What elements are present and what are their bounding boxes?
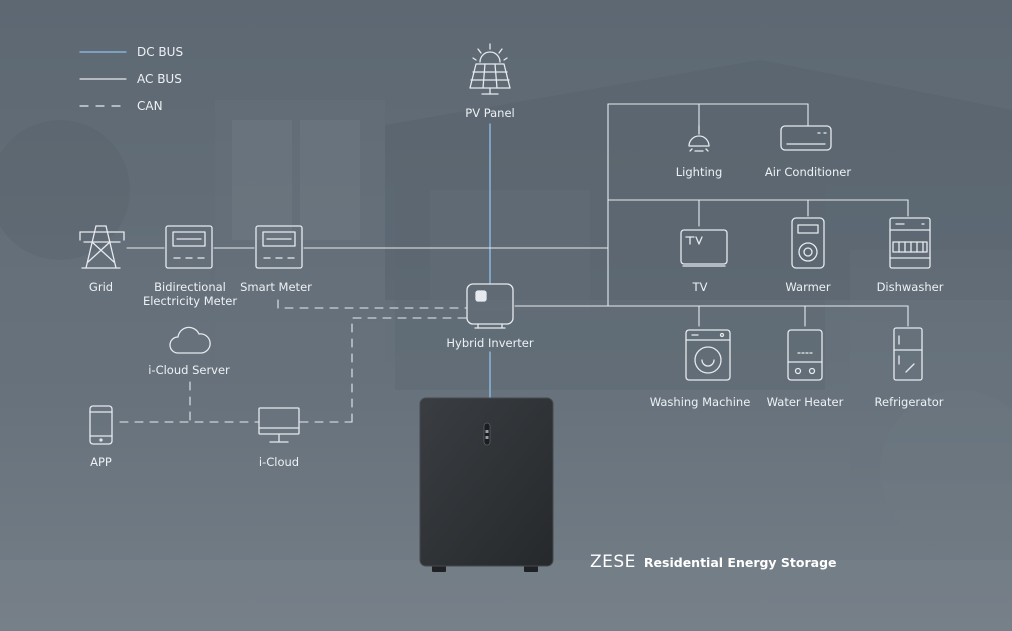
brand-tagline: Residential Energy Storage [643,555,837,570]
icloud-server-label: i-Cloud Server [148,363,230,377]
warmer-label: Warmer [785,280,831,294]
dishwasher-icon [889,217,931,269]
tv-label: TV [692,280,708,294]
pv-panel-label: PV Panel [465,106,515,120]
brand-name: ZESE [590,552,636,572]
water-heater-label: Water Heater [766,395,844,409]
legend-can-label: CAN [137,99,163,113]
refrigerator-icon [893,327,923,381]
bidirectional-meter-label-line2: Electricity Meter [142,294,238,308]
solar-panel-icon [469,43,511,95]
lighting-label: Lighting [675,165,723,179]
lamp-icon [688,125,710,152]
bidirectional-meter-label: Bidirectional Electricity Meter [143,280,237,308]
hybrid-inverter-label: Hybrid Inverter [446,336,534,350]
air-conditioner-label: Air Conditioner [764,165,852,179]
grid-label: Grid [88,280,114,294]
brand-caption: ZESE Residential Energy Storage [590,552,837,572]
bidirectional-meter-icon [165,225,213,269]
can-lines [119,299,467,423]
washing-machine-icon [685,329,731,381]
legend-ac-label: AC BUS [137,72,182,86]
dishwasher-label: Dishwasher [876,280,944,294]
battery-unit [419,397,554,572]
air-conditioner-icon [780,125,832,151]
inverter-icon [466,283,514,329]
tv-icon [680,229,728,267]
app-label: APP [90,455,112,469]
ac-bus-lines [126,103,909,327]
smart-meter-icon [255,225,303,269]
legend-dc-label: DC BUS [137,45,184,59]
washing-machine-label: Washing Machine [649,395,751,409]
phone-icon [89,405,113,445]
monitor-icon [258,407,300,443]
bidirectional-meter-label-line1: Bidirectional [154,280,226,294]
water-heater-icon [787,329,823,381]
icloud-label: i-Cloud [258,455,300,469]
cloud-icon [169,326,211,354]
smart-meter-label: Smart Meter [240,280,312,294]
refrigerator-label: Refrigerator [874,395,944,409]
heater-icon [791,217,825,269]
power-tower-icon [79,225,125,269]
